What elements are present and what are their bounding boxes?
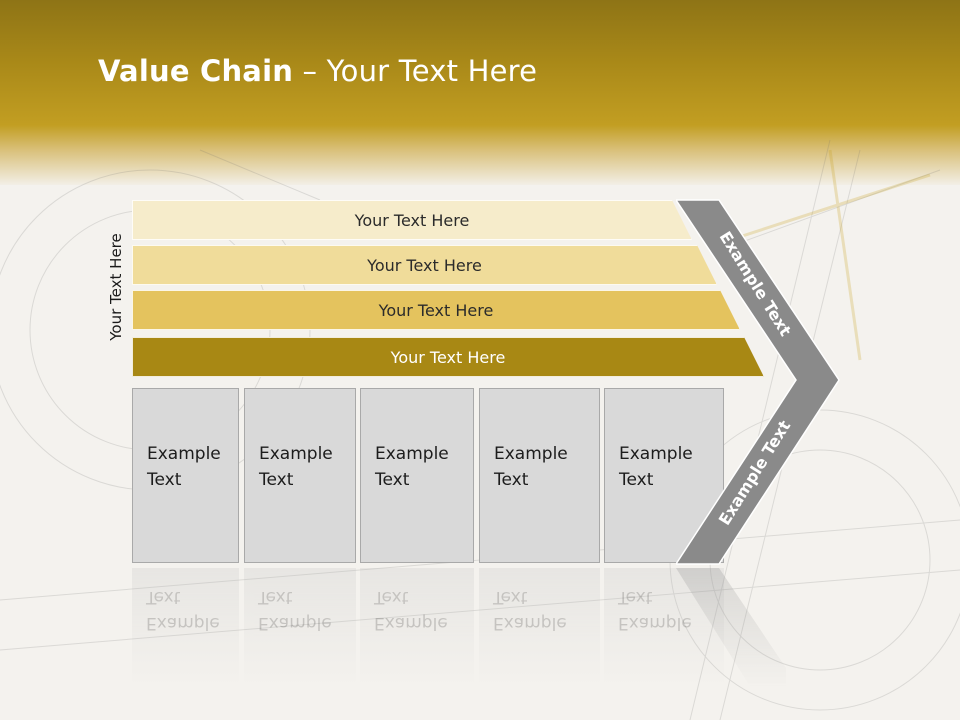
bar-3-label: Your Text Here bbox=[378, 300, 494, 320]
bar-2: Your Text Here bbox=[132, 245, 717, 285]
box-3-line1: Example bbox=[375, 444, 449, 464]
box-2-line1: Example bbox=[259, 444, 333, 464]
bar-3: Your Text Here bbox=[132, 290, 740, 330]
bar-2-label: Your Text Here bbox=[367, 255, 482, 275]
header-band bbox=[0, 0, 960, 185]
box-2-line2: Text bbox=[259, 470, 294, 490]
box-4-line2: Text bbox=[494, 470, 529, 490]
box-4-line1: Example bbox=[494, 444, 568, 464]
chevron-arrow bbox=[676, 199, 840, 565]
bar-1-label: Your Text Here bbox=[354, 210, 470, 230]
bar-1: Your Text Here bbox=[132, 200, 692, 240]
title-bold: Value Chain bbox=[98, 54, 294, 88]
bar-4-label: Your Text Here bbox=[390, 347, 506, 367]
bar-4: Your Text Here bbox=[132, 337, 764, 377]
arrow-reflection bbox=[676, 568, 786, 688]
box-3-line2: Text bbox=[375, 470, 410, 490]
box-5-line2: Text bbox=[619, 470, 654, 490]
box-1-line2: Text bbox=[147, 470, 182, 490]
title-rest: – Your Text Here bbox=[293, 54, 538, 88]
side-label: Your Text Here bbox=[107, 233, 125, 341]
box-1-line1: Example bbox=[147, 444, 221, 464]
box-5-line1: Example bbox=[619, 444, 693, 464]
slide-title: Value Chain – Your Text Here bbox=[98, 54, 537, 88]
